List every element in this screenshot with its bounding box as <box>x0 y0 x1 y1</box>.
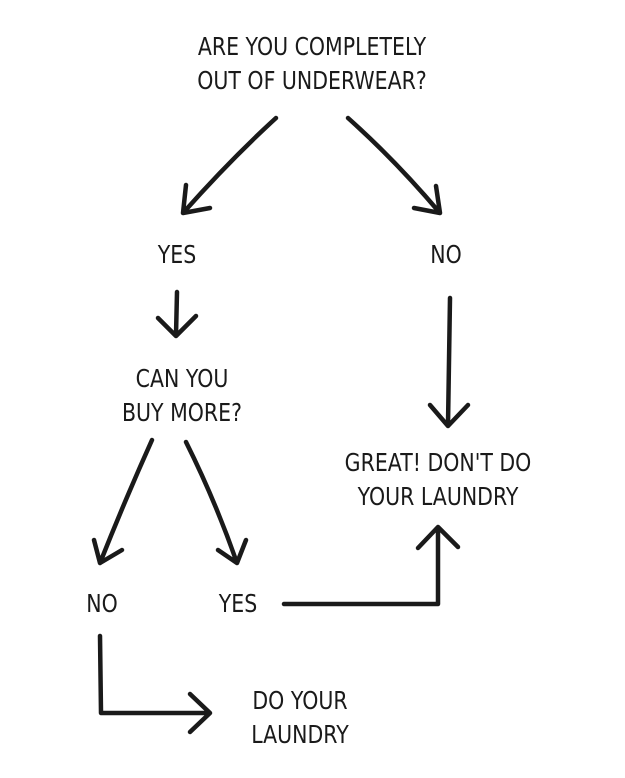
question-line-1: ARE YOU COMPLETELY <box>197 32 427 61</box>
arrow-q2-yes <box>183 439 249 566</box>
arrow-yes-great <box>281 524 461 607</box>
arrow-no-laundry <box>97 633 213 735</box>
question-line-2: OUT OF UNDERWEAR? <box>197 66 427 95</box>
arrow-no-great <box>427 295 471 429</box>
label-yes-2: YES <box>218 589 258 618</box>
outcome-line-2: YOUR LAUNDRY <box>357 482 519 511</box>
outcome-line-1: GREAT! DON'T DO <box>344 448 532 477</box>
arrow-q1-no <box>345 115 443 216</box>
label-no-2: NO <box>86 589 118 618</box>
outcome-great: GREAT! DON'T DO YOUR LAUNDRY <box>315 446 561 514</box>
arrow-q2-no <box>91 437 155 566</box>
arrow-q1-yes <box>180 115 279 216</box>
question-line-1: CAN YOU <box>135 364 229 393</box>
label-yes-1: YES <box>157 240 197 269</box>
outcome-do-laundry: DO YOUR LAUNDRY <box>218 684 382 752</box>
question-underwear: ARE YOU COMPLETELY OUT OF UNDERWEAR? <box>148 30 476 98</box>
question-buy-more: CAN YOU BUY MORE? <box>100 362 264 430</box>
question-line-2: BUY MORE? <box>121 398 243 427</box>
arrow-yes-q2 <box>155 289 199 339</box>
outcome-line-2: LAUNDRY <box>251 720 349 749</box>
outcome-line-1: DO YOUR <box>252 686 348 715</box>
label-no-1: NO <box>430 240 462 269</box>
